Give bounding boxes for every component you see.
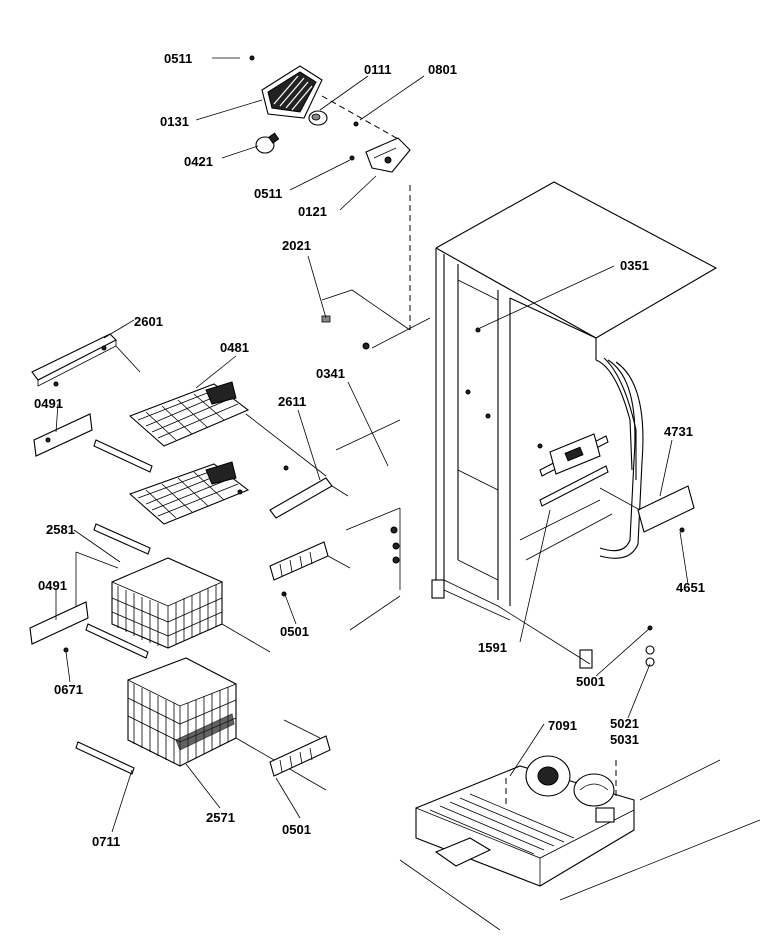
callout-0501-lower: 0501 — [282, 822, 311, 837]
callout-0131: 0131 — [160, 114, 189, 129]
callout-2571: 2571 — [206, 810, 235, 825]
wire-shelf-0481 — [128, 381, 327, 477]
callout-2611: 2611 — [278, 394, 306, 409]
callout-7091: 7091 — [548, 718, 577, 733]
callout-0711: 0711 — [92, 834, 120, 849]
callout-4651: 4651 — [676, 580, 705, 595]
basket-2571 — [127, 657, 327, 791]
callout-0801: 0801 — [428, 62, 457, 77]
callout-0511-top: 0511 — [164, 51, 192, 66]
callout-4731: 4731 — [664, 424, 693, 439]
callout-0351: 0351 — [620, 258, 649, 273]
wire-shelf-lower — [128, 461, 250, 525]
callout-1591: 1591 — [478, 640, 507, 655]
callout-0671: 0671 — [54, 682, 83, 697]
callout-0501-upper: 0501 — [280, 624, 309, 639]
callout-0511-mid: 0511 — [254, 186, 282, 201]
callout-0491-lower: 0491 — [38, 578, 67, 593]
callout-2601: 2601 — [134, 314, 163, 329]
callout-0481: 0481 — [220, 340, 249, 355]
shelf-rail-2611 — [237, 465, 349, 519]
callout-0121: 0121 — [298, 204, 327, 219]
callout-2581: 2581 — [46, 522, 75, 537]
shelf-rail-0501-upper — [269, 541, 351, 597]
shelf-rail-0491-upper — [33, 413, 153, 473]
callout-labels: 0511 0111 0801 0131 0421 0511 0121 2021 … — [34, 51, 705, 849]
callout-0341: 0341 — [316, 366, 345, 381]
leader-lines — [55, 57, 689, 833]
basket-2581 — [75, 551, 271, 653]
callout-0111: 0111 — [364, 62, 392, 77]
shelf-rail-0501-lower — [269, 719, 331, 777]
machine-compartment-7091 — [399, 625, 761, 931]
part-4731 — [599, 485, 695, 533]
callout-0491-upper: 0491 — [34, 396, 63, 411]
callout-5001: 5001 — [576, 674, 605, 689]
cabinet-liner — [335, 181, 718, 669]
callout-5031: 5031 — [610, 732, 639, 747]
rail-strip-0711 — [75, 741, 135, 775]
callout-2021: 2021 — [282, 238, 311, 253]
shelf-rail-2601 — [31, 333, 141, 387]
light-assembly — [249, 55, 411, 330]
shelf-rail-0491-lower — [29, 601, 149, 659]
part-2021 — [321, 289, 431, 350]
rail-strip — [93, 523, 151, 555]
callout-5021: 5021 — [610, 716, 639, 731]
callout-0421: 0421 — [184, 154, 213, 169]
